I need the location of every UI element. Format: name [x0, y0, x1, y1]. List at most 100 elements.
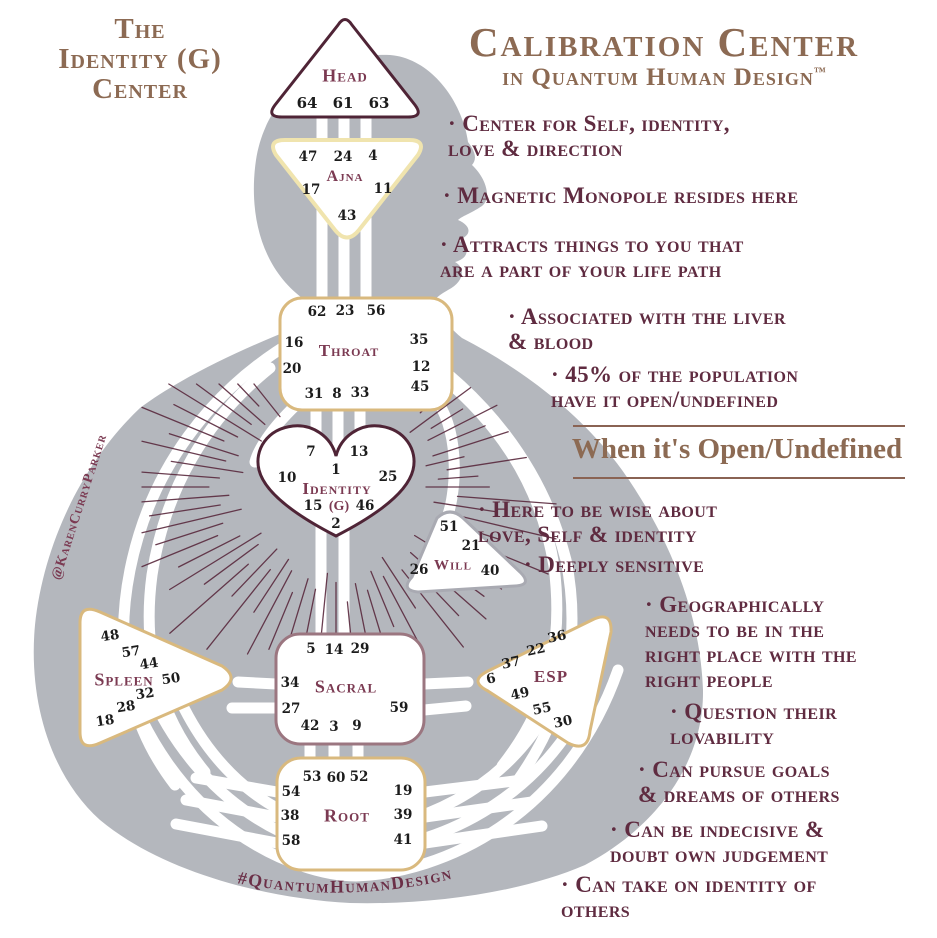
bullet-line: · Deeply sensitive [524, 552, 705, 577]
page-title-line: Center [92, 73, 188, 105]
gate-31: 31 [304, 386, 324, 402]
gate-25: 25 [378, 469, 398, 485]
gate-23: 23 [335, 303, 355, 319]
bullet-deeply-sensitive: · Deeply sensitive [524, 552, 704, 577]
bullet-indecisive: · Can be indecisive & doubt own judgemen… [610, 817, 828, 867]
gate-39: 39 [393, 807, 413, 823]
bullet-line: love, Self & identity [478, 522, 697, 547]
gate-10: 10 [277, 470, 297, 486]
gate-3: 3 [329, 719, 339, 735]
gate-47: 47 [298, 149, 318, 165]
gate-61: 61 [332, 94, 354, 112]
center-label-esp: ESP [533, 667, 569, 686]
gate-52: 52 [349, 769, 369, 785]
bullet-attracts-things: · Attracts things to you that are a part… [440, 232, 744, 282]
gate-38: 38 [280, 808, 300, 824]
gate-18: 18 [94, 711, 116, 731]
center-label-will: Will [434, 557, 472, 574]
gate-42: 42 [300, 718, 320, 734]
gate-60: 60 [326, 770, 346, 786]
bullet-take-on-identity: · Can take on identity of others [561, 872, 817, 922]
sacral-center-shape [274, 632, 426, 746]
bullet-line: · Magnetic Monopole resides here [443, 183, 799, 208]
gate-11: 11 [373, 181, 393, 197]
center-label-identity: Identity [302, 479, 372, 498]
section-divider-top [573, 425, 905, 427]
center-label-ajna: Ajna [326, 168, 364, 185]
gate-21: 21 [461, 538, 481, 554]
bullet-line: love & direction [448, 136, 623, 161]
bullet-line: · Center for Self, identity, [448, 111, 730, 136]
will-center-shape [405, 510, 527, 594]
bullet-line: & dreams of others [638, 782, 840, 807]
bullet-population: · 45% of the population have it open/und… [551, 362, 798, 412]
gate-35: 35 [409, 332, 429, 348]
bullet-question-lovability: · Question their lovability [670, 699, 837, 749]
center-label-throat: Throat [318, 341, 380, 360]
center-label-head: Head [322, 65, 368, 86]
bullet-line: · Associated with the liver [508, 304, 786, 329]
bullet-line: · Can be indecisive & [610, 817, 825, 842]
gate-16: 16 [284, 335, 304, 351]
gate-28: 28 [115, 697, 137, 717]
gate-40: 40 [480, 563, 500, 579]
page-title-line: The [114, 13, 166, 45]
subtitle-text: in Quantum Human Design [502, 64, 814, 91]
root-center-shape [275, 756, 427, 872]
identity-center-shape [256, 424, 416, 538]
bullet-line: · Attracts things to you that [440, 232, 744, 257]
bullet-line: are a part of your life path [440, 257, 722, 282]
gate-46: 46 [355, 498, 375, 514]
bullet-line: doubt own judgement [610, 842, 829, 867]
gate-32: 32 [134, 684, 156, 704]
channels-arcs [112, 334, 624, 882]
identity-g-sublabel: (G) [328, 499, 350, 514]
bullet-line: have it open/undefined [551, 387, 779, 412]
bullet-line: · Can take on identity of [561, 872, 817, 897]
bullet-center-for-self: · Center for Self, identity, love & dire… [448, 111, 730, 161]
gate-19: 19 [393, 783, 413, 799]
gate-7: 7 [306, 444, 316, 460]
bullet-geographically: · Geographically needs to be in the righ… [645, 592, 857, 692]
main-title: Calibration Center [468, 19, 860, 65]
spleen-center-shape [78, 607, 233, 748]
gate-64: 64 [296, 94, 318, 112]
gate-63: 63 [368, 94, 390, 112]
bullet-line: needs to be in the [645, 617, 825, 642]
bullet-line: · Can pursue goals [638, 757, 830, 782]
gate-41: 41 [393, 832, 413, 848]
gate-33: 33 [350, 385, 370, 401]
gate-43: 43 [337, 208, 357, 224]
bullet-line: · Here to be wise about [478, 497, 718, 522]
bullet-line: · 45% of the population [551, 362, 799, 387]
bullet-line: lovability [670, 724, 775, 749]
bullet-line: others [561, 897, 631, 922]
gate-62: 62 [307, 304, 327, 320]
throat-center-shape [278, 296, 454, 412]
gate-12: 12 [411, 359, 431, 375]
gate-26: 26 [409, 562, 429, 578]
center-label-spleen: Spleen [94, 669, 154, 690]
gate-53: 53 [302, 769, 322, 785]
trademark-mark: ™ [813, 64, 826, 79]
gate-14: 14 [324, 642, 344, 658]
gate-1: 1 [331, 462, 341, 478]
gate-59: 59 [389, 700, 409, 716]
section-divider-bottom [573, 477, 905, 479]
gate-4: 4 [368, 148, 378, 164]
bullet-line: & blood [508, 329, 594, 354]
gate-50: 50 [160, 669, 182, 689]
head-center-shape [270, 18, 420, 119]
gate-13: 13 [349, 444, 369, 460]
bullet-magnetic-monopole: · Magnetic Monopole resides here [443, 183, 798, 208]
center-label-root: Root [324, 805, 370, 826]
main-subtitle: in Quantum Human Design™ [452, 64, 876, 92]
gate-34: 34 [280, 675, 300, 691]
page-title: The Identity (G) Center [12, 14, 268, 104]
bullet-wise-about-love: · Here to be wise about love, Self & ide… [478, 497, 717, 547]
gate-58: 58 [281, 833, 301, 849]
gate-56: 56 [366, 303, 386, 319]
center-label-sacral: Sacral [314, 676, 378, 697]
bullet-line: · Geographically [645, 592, 825, 617]
